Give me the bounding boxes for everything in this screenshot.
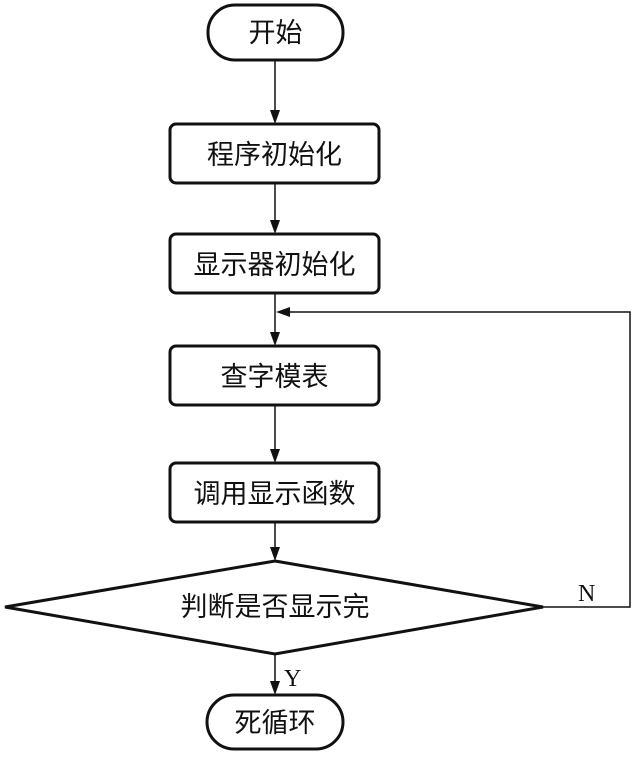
decision-label: 判断是否显示完 xyxy=(181,592,370,623)
arrow-init-display-to-lookup-font xyxy=(270,293,280,346)
process-init-program: 程序初始化 xyxy=(168,122,381,185)
lookup-font-label: 查字模表 xyxy=(221,362,329,393)
end-terminator-shape xyxy=(205,693,345,751)
process-call-display-function: 调用显示函数 xyxy=(168,461,381,524)
start-node: 开始 xyxy=(206,3,345,62)
arrow-call-display-to-decision xyxy=(270,522,280,561)
yes-branch: Y xyxy=(270,654,301,695)
arrow-init-program-to-init-display xyxy=(270,183,280,234)
arrow-start-to-init-program xyxy=(270,60,280,124)
yes-branch-label: Y xyxy=(284,666,301,692)
end-node: 死循环 xyxy=(205,693,345,751)
arrow-lookup-font-to-call-display xyxy=(270,405,280,463)
end-label: 死循环 xyxy=(235,708,316,739)
decision-display-complete: 判断是否显示完 xyxy=(4,559,544,656)
process-lookup-font-table: 查字模表 xyxy=(168,344,381,407)
start-label: 开始 xyxy=(249,18,303,49)
init-program-label: 程序初始化 xyxy=(207,140,342,171)
process-init-display: 显示器初始化 xyxy=(168,232,381,295)
no-branch-label: N xyxy=(578,581,595,607)
init-display-label: 显示器初始化 xyxy=(194,250,356,281)
call-display-label: 调用显示函数 xyxy=(194,479,356,510)
loop-back-no-branch: N xyxy=(276,307,631,608)
